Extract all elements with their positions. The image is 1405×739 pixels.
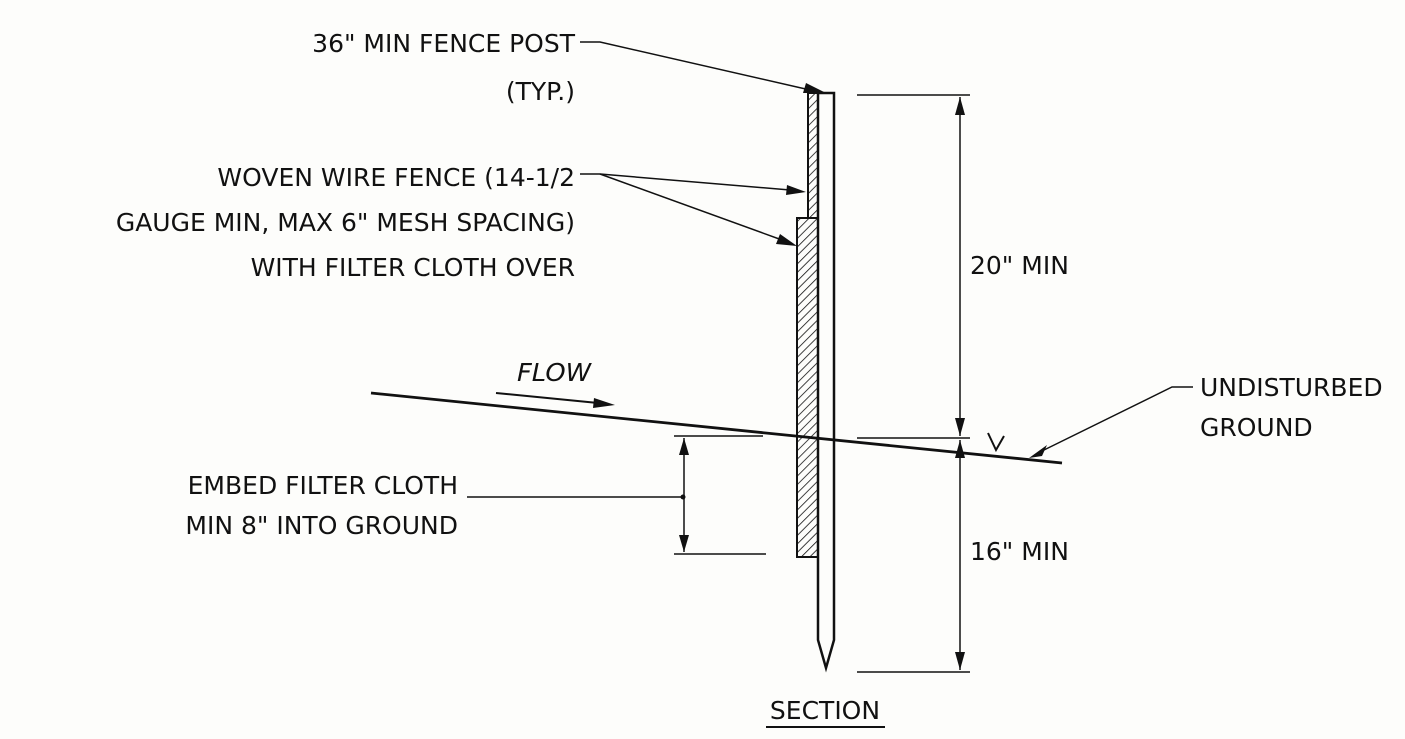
embed-label-1: EMBED FILTER CLOTH	[188, 471, 458, 500]
dim-above-label: 20" MIN	[970, 251, 1069, 280]
fence-post-label-1: 36" MIN FENCE POST	[312, 29, 576, 58]
woven-fence-label-2: GAUGE MIN, MAX 6" MESH SPACING)	[116, 208, 575, 237]
undisturbed-ground-label-2: GROUND	[1200, 413, 1313, 442]
leader-woven-wire	[580, 173, 806, 246]
height-dimension	[857, 94, 970, 673]
woven-fence-label-3: WITH FILTER CLOTH OVER	[251, 253, 575, 282]
fence-post	[816, 91, 836, 673]
fence-post-label-2: (TYP.)	[506, 77, 575, 106]
ground-tick-icon	[987, 432, 1005, 453]
flow-arrow-icon	[495, 392, 615, 408]
woven-fence-label-1: WOVEN WIRE FENCE (14-1/2	[217, 163, 575, 192]
ground-line	[370, 391, 1063, 465]
leader-embed	[467, 494, 686, 500]
dim-below-label: 16" MIN	[970, 537, 1069, 566]
embed-dimension	[674, 435, 766, 555]
flow-label: FLOW	[517, 358, 592, 387]
leader-fence-post	[580, 41, 826, 93]
section-title: SECTION	[770, 696, 880, 725]
leader-undisturbed-ground	[1029, 386, 1193, 458]
woven-wire-fence	[807, 92, 819, 219]
filter-cloth	[796, 217, 819, 558]
embed-label-2: MIN 8" INTO GROUND	[185, 511, 458, 540]
undisturbed-ground-label-1: UNDISTURBED	[1200, 373, 1383, 402]
